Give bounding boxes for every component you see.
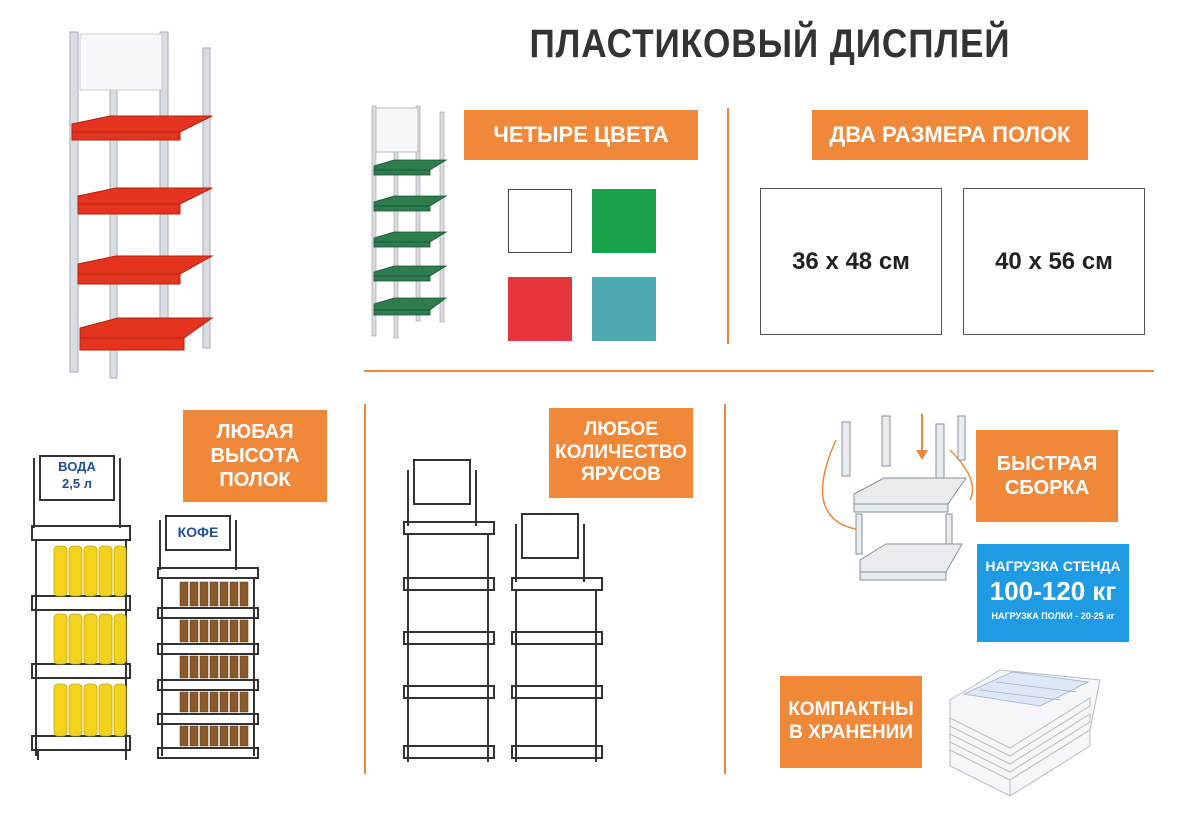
divider-bottom-left	[364, 404, 366, 774]
bottle-rack-drawing	[31, 455, 131, 760]
divider-bottom-right	[724, 404, 726, 774]
swatch-red	[508, 277, 572, 341]
four-colors-label: ЧЕТЫРЕ ЦВЕТА	[464, 110, 698, 160]
divider-top	[727, 108, 729, 344]
green-display-rack-image	[371, 105, 448, 339]
page-title: ПЛАСТИКОВЫЙ ДИСПЛЕЙ	[529, 22, 1011, 66]
divider-horizontal	[364, 370, 1154, 372]
swatch-white	[508, 189, 572, 253]
fast-assembly-label: БЫСТРАЯ СБОРКА	[976, 430, 1118, 522]
compact-storage-label: КОМПАКТНЫ В ХРАНЕНИИ	[780, 676, 922, 768]
water-sign: ВОДА 2,5 л	[58, 459, 96, 491]
swatch-green	[592, 189, 656, 253]
coffee-rack-drawing	[157, 515, 259, 759]
swatch-teal	[592, 277, 656, 341]
assembly-diagram-image	[821, 414, 974, 581]
size-box-large: 40 х 56 см	[963, 188, 1145, 335]
coffee-sign: КОФЕ	[177, 524, 219, 540]
size-box-small: 36 х 48 см	[760, 188, 942, 335]
two-sizes-label: ДВА РАЗМЕРА ПОЛОК	[812, 110, 1088, 160]
stacked-shelves-image	[949, 669, 1101, 797]
load-capacity-box: НАГРУЗКА СТЕНДА 100-120 кг НАГРУЗКА ПОЛК…	[977, 544, 1129, 642]
rack-outline-drawing	[403, 459, 603, 762]
any-tiers-label: ЛЮБОЕ КОЛИЧЕСТВО ЯРУСОВ	[549, 408, 693, 498]
any-height-label: ЛЮБАЯ ВЫСОТА ПОЛОК	[183, 410, 327, 502]
red-display-rack-image	[69, 31, 214, 379]
